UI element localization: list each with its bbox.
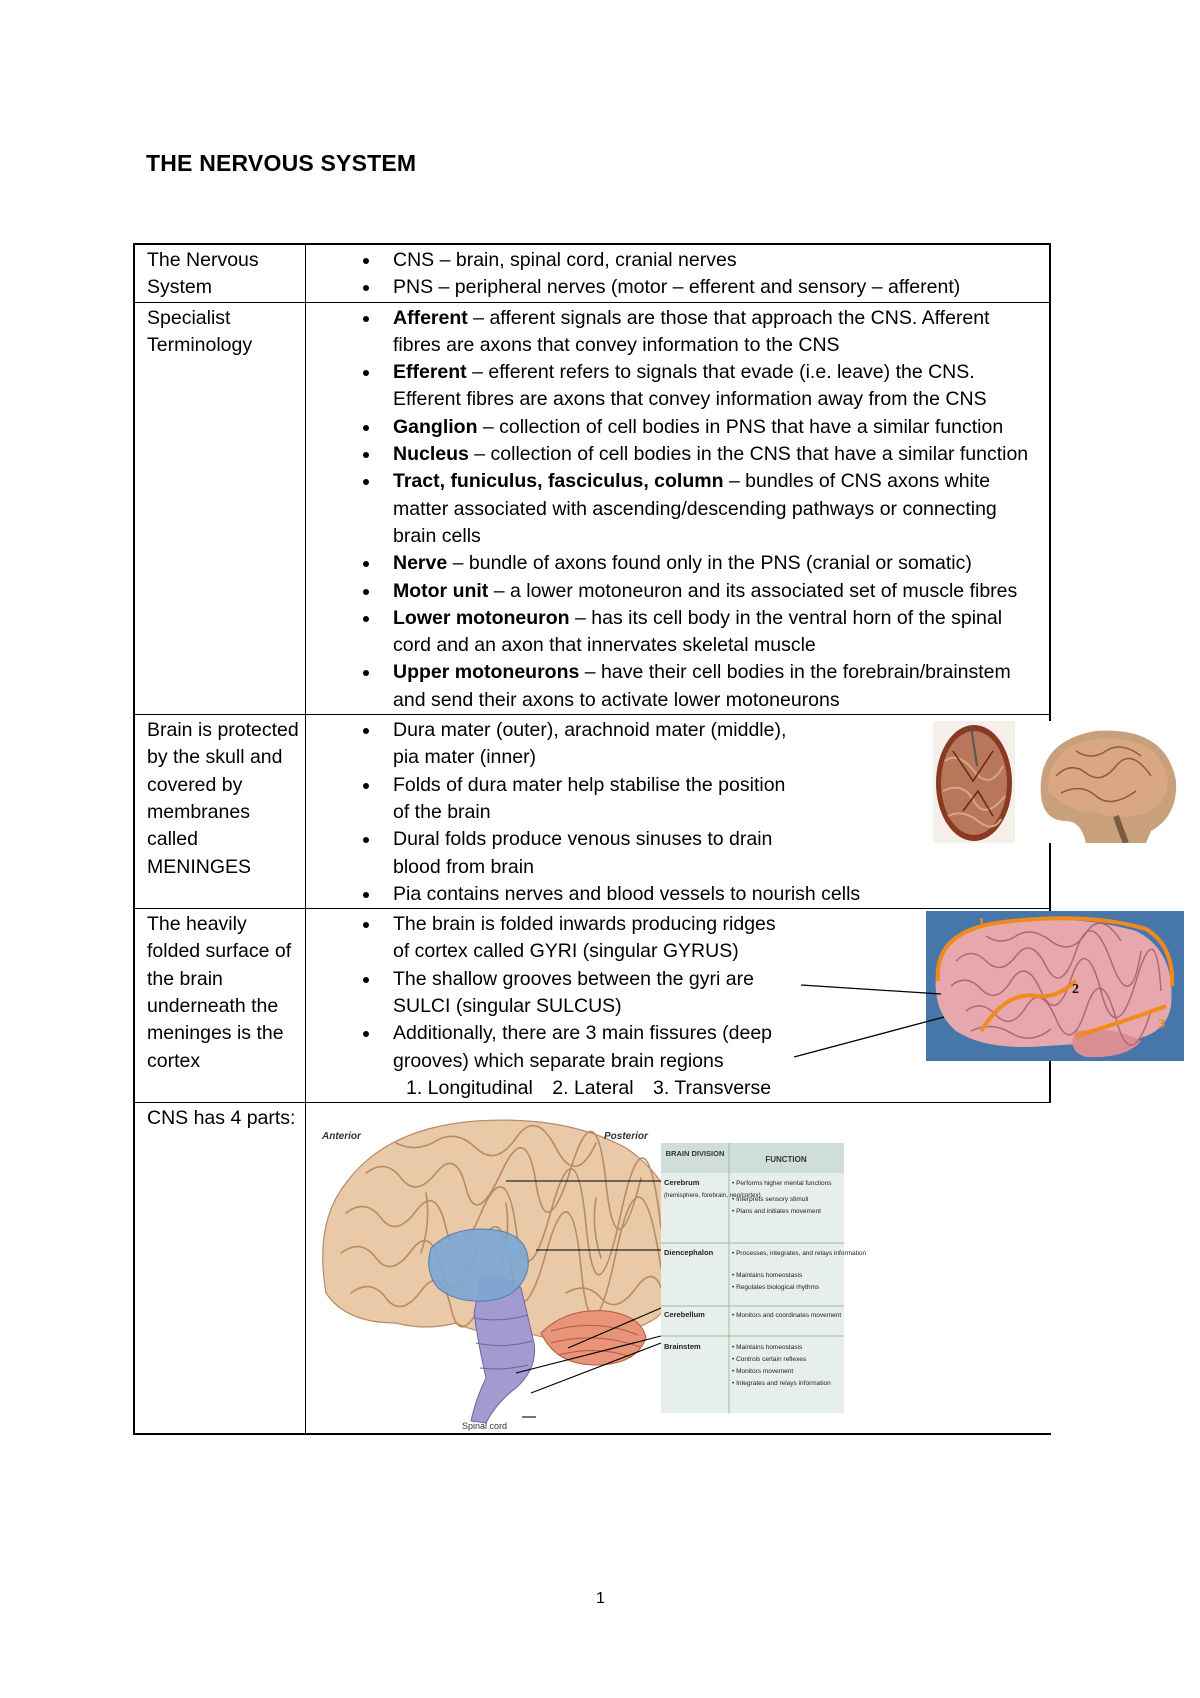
bullet-list: The brain is folded inwards producing ri… [306,911,793,1075]
list-item: The shallow grooves between the gyri are… [363,966,793,1021]
row-content: The brain is folded inwards producing ri… [305,908,1184,1104]
table-row: The Nervous System CNS – brain, spinal c… [133,242,1051,303]
term: Efferent [393,361,467,384]
list-item: Nucleus – collection of cell bodies in t… [363,441,1041,468]
term: Nerve [393,552,448,575]
row-label: Brain is protected by the skull and cove… [133,714,306,910]
division-sub: (hemisphere, forebrain, neo/cortex) [664,1192,761,1199]
table-row: Brain is protected by the skull and cove… [133,714,1184,910]
table-row: CNS has 4 parts: [133,1102,1071,1436]
fissure-label-3: 3 [1158,1017,1165,1032]
division-function: • Monitors and coordinates movement [732,1312,841,1319]
term: Lower motoneuron [393,606,570,629]
definition: – collection of cell bodies in PNS that … [477,415,1004,438]
term: Upper motoneurons [393,661,580,684]
list-item: CNS – brain, spinal cord, cranial nerves [363,247,1041,274]
fissure-list: 1. Longitudinal 2. Lateral 3. Transverse [306,1075,1041,1102]
list-item: Pia contains nerves and blood vessels to… [363,881,913,908]
list-item: Nerve – bundle of axons found only in th… [363,550,1041,577]
brain-divisions-figure: Anterior Posterior Spinal cord [306,1103,1071,1434]
division-function: • Maintains homeostasis [732,1272,803,1279]
term: Afferent [393,306,468,329]
definition: – bundles of CNS axons white matter asso… [393,470,997,547]
fissure-item: 3. Transverse [653,1076,772,1099]
table-row: The heavily folded surface of the brain … [133,908,1184,1104]
list-item: Folds of dura mater help stabilise the p… [363,772,793,827]
posterior-label: Posterior [604,1131,649,1142]
division-function: • Monitors movement [732,1368,793,1375]
division-function: • Regulates biological rhythms [732,1284,820,1291]
row-content: Afferent – afferent signals are those th… [305,301,1051,716]
list-item: Upper motoneurons – have their cell bodi… [363,659,1041,714]
list-item: Motor unit – a lower motoneuron and its … [363,578,1041,605]
longitudinal-fissure-line [935,916,1175,987]
list-item: Tract, funiculus, fasciculus, column – b… [363,468,1041,550]
definition: – efferent refers to signals that evade … [393,361,987,411]
division-name: Diencephalon [664,1248,714,1257]
division-function: • Controls certain reflexes [732,1356,807,1363]
term: Ganglion [393,415,478,438]
division-function: • Performs higher mental functions [732,1180,832,1187]
list-item: The brain is folded inwards producing ri… [363,911,793,966]
anterior-label: Anterior [321,1131,362,1142]
bullet-list: Afferent – afferent signals are those th… [306,305,1041,714]
list-item: Dural folds produce venous sinuses to dr… [363,826,793,881]
division-function: • Processes, integrates, and relays info… [732,1250,867,1257]
brain-fissures-photo: 1 2 3 [926,911,1184,1062]
list-item: PNS – peripheral nerves (motor – efferen… [363,274,1041,301]
skull-section-photo [1026,721,1184,844]
list-item: Additionally, there are 3 main fissures … [363,1020,793,1075]
definition: – collection of cell bodies in the CNS t… [468,443,1029,466]
header-brain-division: BRAIN DIVISION [666,1149,725,1158]
division-function: • Interprets sensory stimuli [732,1196,808,1203]
header-function: FUNCTION [765,1155,807,1164]
list-item: Ganglion – collection of cell bodies in … [363,414,1041,441]
division-function: • Plans and initiates movement [732,1208,821,1215]
division-name: Brainstem [664,1342,701,1351]
list-item: Efferent – efferent refers to signals th… [363,359,1041,414]
page-number: 1 [596,1590,605,1607]
fissure-label-1: 1 [978,916,985,931]
row-label: CNS has 4 parts: [133,1102,306,1436]
definition: – a lower motoneuron and its associated … [488,579,1018,602]
transverse-fissure-line [1075,1004,1167,1039]
table-row: Specialist Terminology Afferent – affere… [133,301,1051,716]
division-function: • Maintains homeostasis [732,1344,803,1351]
brain-divisions-diagram: Anterior Posterior Spinal cord [306,1103,1071,1434]
page-title: THE NERVOUS SYSTEM [146,150,417,176]
division-function: • Integrates and relays information [732,1380,831,1387]
definition: – afferent signals are those that approa… [393,306,990,356]
definition: – has its cell body in the ventral horn … [393,606,1003,657]
fissure-label-2: 2 [1072,982,1079,997]
pointer-lines [793,984,945,1058]
term: Nucleus [393,443,469,466]
spinal-cord-label: Spinal cord [462,1421,507,1431]
division-name: Cerebellum [664,1310,705,1319]
nervous-system-table: The Nervous System CNS – brain, spinal c… [133,242,1184,1436]
row-content: Dura mater (outer), arachnoid mater (mid… [305,714,1184,910]
list-item: Lower motoneuron – has its cell body in … [363,605,1041,660]
fissure-item: 2. Lateral [552,1076,634,1099]
term: Motor unit [393,579,489,602]
fissure-item: 1. Longitudinal [406,1076,533,1099]
row-content: Anterior Posterior Spinal cord [305,1102,1071,1436]
list-item: Dura mater (outer), arachnoid mater (mid… [363,717,793,772]
definition: – bundle of axons found only in the PNS … [447,552,972,575]
division-name: Cerebrum [664,1178,700,1187]
definition: – have their cell bodies in the forebrai… [393,661,1011,711]
row-label: Specialist Terminology [133,301,306,716]
bullet-list: CNS – brain, spinal cord, cranial nerves… [306,247,1041,302]
row-content: CNS – brain, spinal cord, cranial nerves… [305,242,1051,303]
row-label: The heavily folded surface of the brain … [133,908,306,1104]
row-label: The Nervous System [133,242,306,303]
dura-mater-photo [933,721,1015,844]
term: Tract, funiculus, fasciculus, column [393,470,724,493]
lateral-fissure-line [979,979,1078,1033]
list-item: Afferent – afferent signals are those th… [363,305,1041,360]
bullet-list: Dura mater (outer), arachnoid mater (mid… [306,717,860,908]
